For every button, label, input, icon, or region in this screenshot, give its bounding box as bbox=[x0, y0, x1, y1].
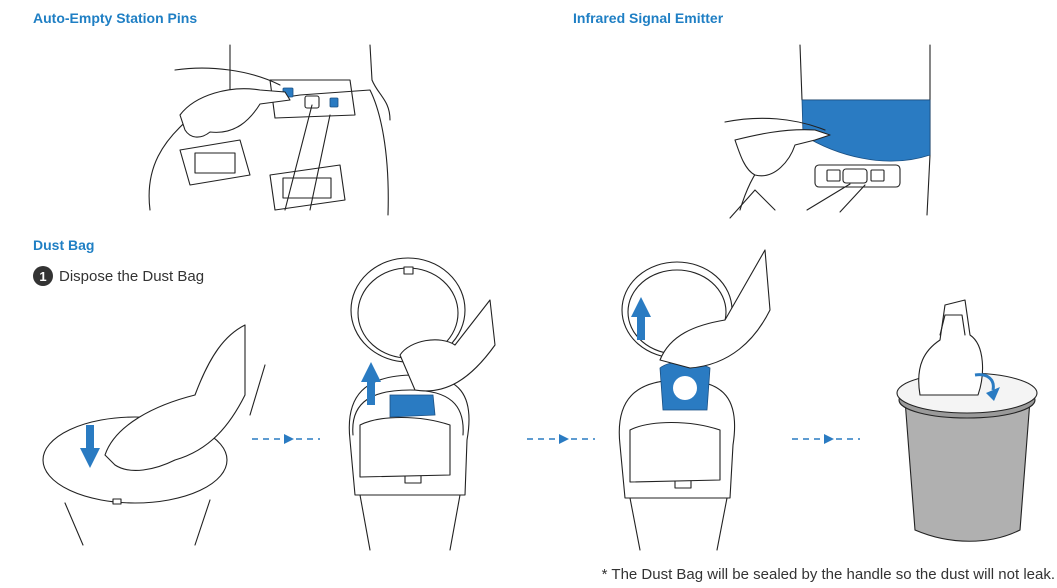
emitter-section-title: Infrared Signal Emitter bbox=[573, 10, 724, 26]
seal-footnote: * The Dust Bag will be sealed by the han… bbox=[601, 566, 1055, 583]
lift-bag-illustration bbox=[348, 257, 496, 551]
press-lid-illustration bbox=[42, 324, 266, 546]
step-1: 1 Dispose the Dust Bag bbox=[33, 266, 204, 286]
trash-bin-illustration bbox=[896, 299, 1038, 542]
arrow-step-1-to-2 bbox=[252, 434, 320, 444]
arrow-step-2-to-3 bbox=[527, 434, 595, 444]
station-pins-illustration bbox=[148, 44, 391, 216]
step-1-label: Dispose the Dust Bag bbox=[59, 267, 205, 285]
dustbag-section-title: Dust Bag bbox=[33, 237, 95, 253]
step-number-badge: 1 bbox=[33, 266, 53, 286]
pins-section-title: Auto-Empty Station Pins bbox=[33, 10, 198, 26]
remove-bag-illustration bbox=[618, 249, 771, 551]
arrow-step-3-to-4 bbox=[792, 434, 860, 444]
infrared-emitter-illustration bbox=[724, 44, 931, 219]
